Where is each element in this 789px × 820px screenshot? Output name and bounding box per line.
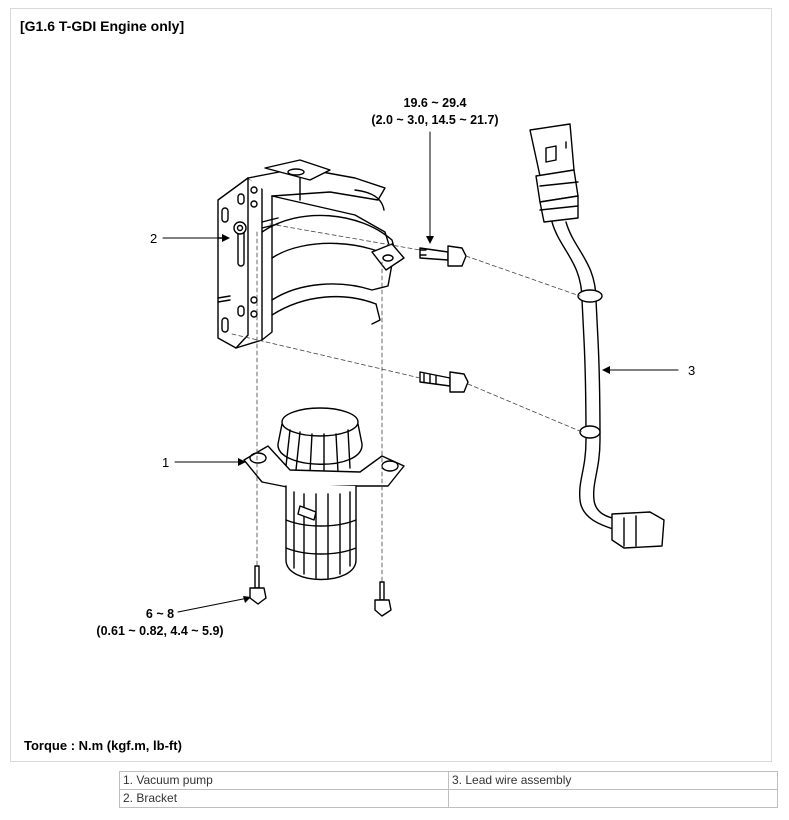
callout-bracket: 2 xyxy=(150,231,158,246)
bracket-bolt-lower xyxy=(419,371,469,393)
figure-frame xyxy=(10,8,772,762)
torque-bracket-bolt: 19.6 ~ 29.4 (2.0 ~ 3.0, 14.5 ~ 21.7) xyxy=(340,95,530,129)
pump-bolt-left xyxy=(249,565,267,605)
lead-wire-part xyxy=(529,123,665,549)
table-row: 2. Bracket xyxy=(119,789,778,808)
legend-item-vacuum-pump: 1. Vacuum pump xyxy=(119,771,449,790)
callout-lead-wire: 3 xyxy=(688,363,696,378)
torque-bracket-bolt-value: 19.6 ~ 29.4 xyxy=(403,96,467,110)
table-row: 1. Vacuum pump 3. Lead wire assembly xyxy=(119,771,778,790)
bracket-part xyxy=(217,159,405,349)
figure-title: [G1.6 T-GDI Engine only] xyxy=(20,18,185,34)
exploded-diagram xyxy=(162,123,679,617)
torque-pump-bolt-value: 6 ~ 8 xyxy=(145,607,175,621)
legend-item-empty xyxy=(448,789,778,808)
torque-pump-bolt-conversion: (0.61 ~ 0.82, 4.4 ~ 5.9) xyxy=(96,624,224,638)
legend-item-lead-wire: 3. Lead wire assembly xyxy=(448,771,778,790)
legend-item-bracket: 2. Bracket xyxy=(119,789,449,808)
callout-vacuum-pump: 1 xyxy=(162,455,170,470)
torque-bracket-bolt-conversion: (2.0 ~ 3.0, 14.5 ~ 21.7) xyxy=(371,113,499,127)
vacuum-pump-part xyxy=(243,407,405,581)
bracket-bolt-upper xyxy=(419,245,467,267)
torque-pump-bolt: 6 ~ 8 (0.61 ~ 0.82, 4.4 ~ 5.9) xyxy=(70,606,250,640)
pump-bolt-right xyxy=(374,581,392,617)
torque-unit-note: Torque : N.m (kgf.m, lb-ft) xyxy=(24,738,182,753)
parts-legend-table: 1. Vacuum pump 3. Lead wire assembly 2. … xyxy=(119,771,778,808)
